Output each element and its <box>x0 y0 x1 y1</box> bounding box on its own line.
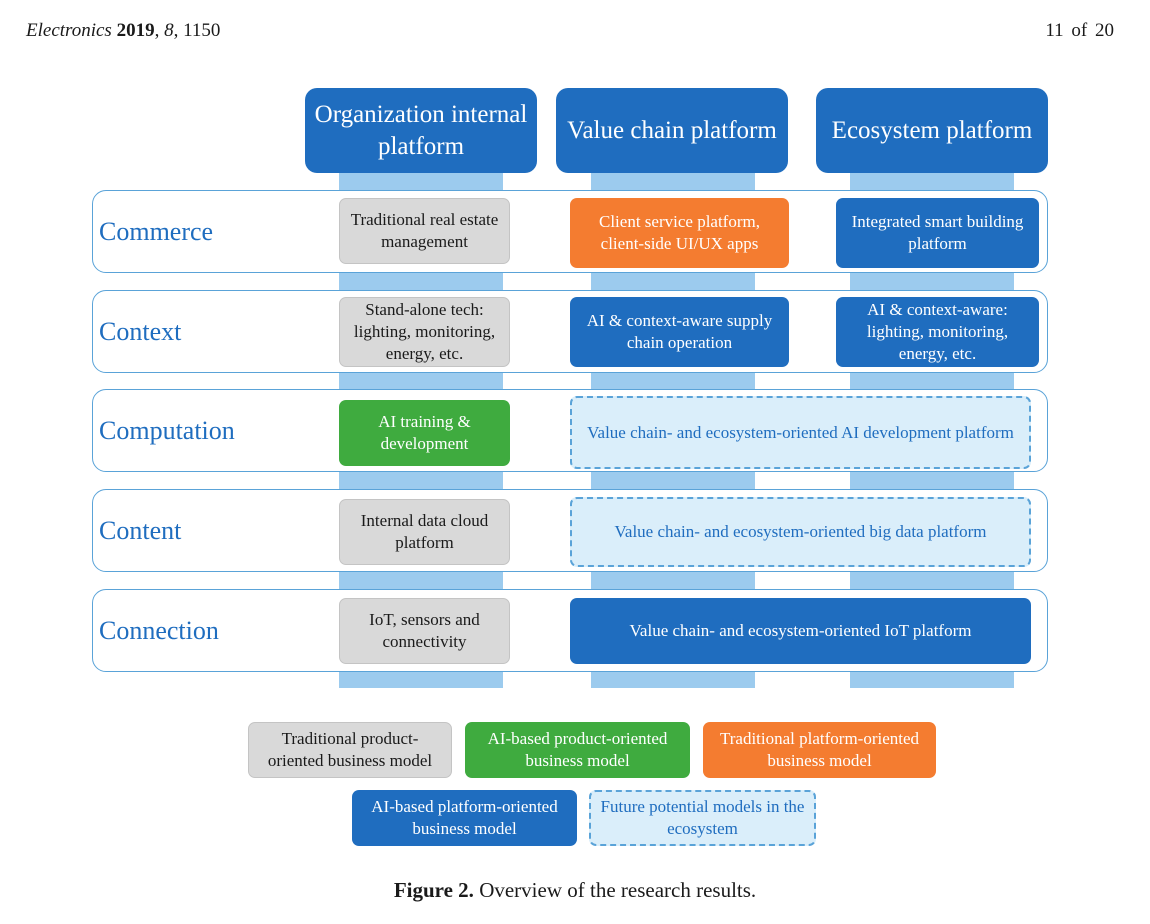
cell-context-ecosystem: AI & context-aware: lighting, monitoring… <box>836 297 1039 367</box>
journal-year: 2019 <box>116 20 155 41</box>
legend-traditional-product: Traditional product-oriented business mo… <box>248 722 452 778</box>
figure-caption: Figure 2. Overview of the research resul… <box>0 878 1150 903</box>
article-number: 1150 <box>183 20 221 41</box>
current-page: 11 <box>1045 20 1064 41</box>
cell-commerce-value-chain: Client service platform, client-side UI/… <box>570 198 789 268</box>
caption-label: Figure 2. <box>393 878 474 902</box>
row-label-content: Content <box>99 515 182 545</box>
cell-connection-organization: IoT, sensors and connectivity <box>339 598 510 664</box>
journal-name: Electronics <box>26 20 112 41</box>
legend-ai-product: AI-based product-oriented business model <box>465 722 690 778</box>
cell-commerce-organization: Traditional real estate management <box>339 198 510 264</box>
cell-context-organization: Stand-alone tech: lighting, monitoring, … <box>339 297 510 367</box>
legend-traditional-platform: Traditional platform-oriented business m… <box>703 722 936 778</box>
column-header-organization: Organization internal platform <box>305 88 537 173</box>
row-label-computation: Computation <box>99 415 235 445</box>
page-of-word: of <box>1071 20 1088 41</box>
cell-computation-future-platform: Value chain- and ecosystem-oriented AI d… <box>570 396 1031 469</box>
journal-volume: 8 <box>164 20 174 41</box>
legend-ai-platform: AI-based platform-oriented business mode… <box>352 790 577 846</box>
cell-content-future-platform: Value chain- and ecosystem-oriented big … <box>570 497 1031 567</box>
cell-computation-organization: AI training & development <box>339 400 510 466</box>
row-label-context: Context <box>99 316 182 346</box>
cell-context-value-chain: AI & context-aware supply chain operatio… <box>570 297 789 367</box>
page-number: 11 of 20 <box>1045 20 1114 42</box>
cell-content-organization: Internal data cloud platform <box>339 499 510 565</box>
column-header-value-chain: Value chain platform <box>556 88 788 173</box>
running-header-citation: Electronics 2019, 8, 1150 <box>26 20 221 41</box>
caption-text: Overview of the research results. <box>479 878 757 902</box>
total-pages: 20 <box>1095 20 1114 41</box>
column-header-ecosystem: Ecosystem platform <box>816 88 1048 173</box>
cell-connection-platform: Value chain- and ecosystem-oriented IoT … <box>570 598 1031 664</box>
row-label-commerce: Commerce <box>99 216 214 246</box>
legend-future-potential: Future potential models in the ecosystem <box>589 790 816 846</box>
cell-commerce-ecosystem: Integrated smart building platform <box>836 198 1039 268</box>
row-label-connection: Connection <box>99 615 219 645</box>
